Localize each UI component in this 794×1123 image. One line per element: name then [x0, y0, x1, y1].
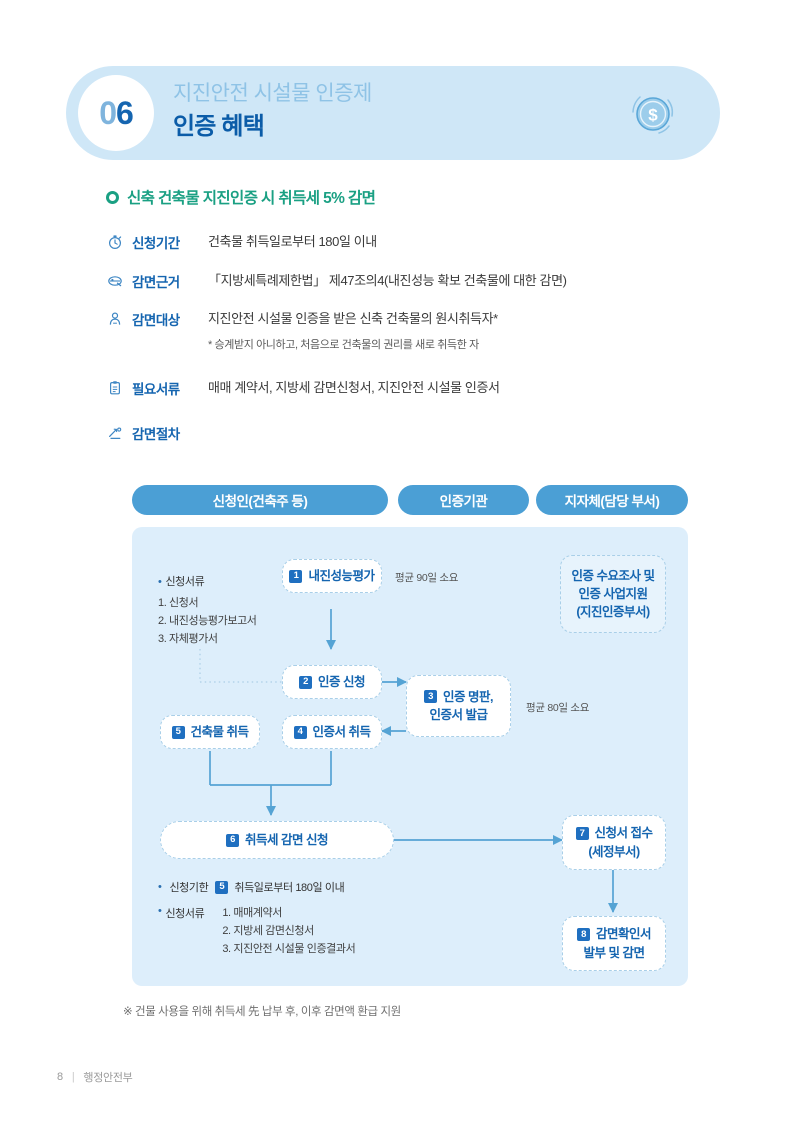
flow-column-applicant: 신청인(건축주 등)	[132, 485, 388, 515]
banner-title: 인증 혜택	[173, 113, 265, 141]
flow-node-number: 2	[299, 675, 312, 689]
flow-node-number: 4	[293, 725, 307, 739]
section-heading-text: 신축 건축물 지진인증 시 취득세 5% 감면	[127, 190, 376, 207]
flow-node-label-line1: 감면확인서	[595, 927, 652, 942]
gavel-law-icon	[106, 272, 124, 290]
page-number: 8	[57, 1071, 63, 1083]
info-row-list: 신청기간 건축물 취득일로부터 180일 이내 감면근거 「지방세특례제한법」 …	[106, 232, 746, 442]
info-label: 신청기간	[132, 236, 180, 251]
footer-organization: 행정안전부	[83, 1072, 133, 1084]
section-heading: 신축 건축물 지진인증 시 취득세 5% 감면	[106, 186, 376, 208]
list-item: 2. 내진성능평가보고서	[158, 614, 257, 627]
header-banner: 06 지진안전 시설물 인증제 인증 혜택 $	[66, 66, 720, 160]
info-label: 필요서류	[132, 381, 180, 397]
info-note: * 승계받지 아니하고, 처음으로 건축물의 권리를 새로 취득한 자	[208, 338, 479, 351]
person-icon	[106, 310, 124, 328]
list-item: 2. 지방세 감면신청서	[222, 924, 314, 937]
info-value: 지진안전 시설물 인증을 받은 신축 건축물의 원시취득자*	[208, 311, 498, 326]
flow-node-label-line1: 인증 명판,	[443, 689, 493, 704]
list-item: 3. 지진안전 시설물 인증결과서	[222, 942, 356, 955]
info-label: 감면대상	[132, 313, 180, 328]
dollar-coin-icon: $	[628, 88, 682, 147]
flow-node-label: 내진성능평가	[308, 568, 375, 583]
info-value: 매매 계약서, 지방세 감면신청서, 지진안전 시설물 인증서	[208, 379, 500, 395]
flow-side-box-line2: 인증 사업지원	[578, 586, 648, 601]
flow-node-number: 1	[289, 569, 303, 583]
list-item: 1. 매매계약서	[222, 907, 282, 919]
info-row-application-period: 신청기간 건축물 취득일로부터 180일 이내	[106, 232, 746, 252]
clipboard-icon	[106, 379, 124, 397]
flow-column-localgov: 지자체(담당 부서)	[536, 485, 688, 515]
bottom-docs-title: 신청서류	[165, 908, 205, 920]
svg-text:$: $	[648, 106, 658, 125]
deadline-badge: 5	[215, 880, 229, 894]
flow-node-6[interactable]: 6 취득세 감면 신청	[160, 821, 394, 859]
flow-node-1[interactable]: 1 내진성능평가	[282, 559, 382, 593]
flow-duration-1: 평균 90일 소요	[395, 572, 459, 584]
flow-node-label: 인증 신청	[318, 674, 365, 689]
flow-duration-2: 평균 80일 소요	[526, 702, 590, 714]
flow-node-3[interactable]: 3 인증 명판, 인증서 발급	[406, 675, 511, 737]
deadline-value: 취득일로부터 180일 이내	[234, 882, 345, 894]
flow-node-label-line2: (세정부서)	[588, 844, 640, 859]
section-number-circle: 06	[78, 75, 154, 151]
flow-side-box-line3: (지진인증부서)	[576, 605, 650, 620]
banner-text-group: 지진안전 시설물 인증제 인증 혜택	[173, 79, 372, 144]
flow-node-number: 3	[424, 690, 438, 704]
info-row-documents: 필요서류 매매 계약서, 지방세 감면신청서, 지진안전 시설물 인증서	[106, 378, 746, 398]
info-row-target: 감면대상 지진안전 시설물 인증을 받은 신축 건축물의 원시취득자* * 승계…	[106, 309, 746, 352]
bullet-dot-icon: •	[158, 905, 162, 917]
flow-node-number: 6	[226, 833, 240, 847]
flow-node-number: 7	[575, 826, 589, 840]
section-number-first: 0	[99, 95, 117, 131]
bullet-dot-icon: •	[158, 576, 162, 588]
info-label: 감면근거	[132, 274, 180, 290]
bullet-dot-icon: •	[158, 881, 162, 893]
list-item: 1. 신청서	[158, 597, 199, 609]
flow-node-label: 인증서 취득	[312, 724, 371, 739]
section-number: 06	[99, 95, 134, 131]
flow-node-2[interactable]: 2 인증 신청	[282, 665, 382, 699]
flow-node-number: 8	[576, 927, 590, 941]
banner-subtitle: 지진안전 시설물 인증제	[173, 82, 372, 105]
flow-node-4[interactable]: 4 인증서 취득	[282, 715, 382, 749]
flow-left-docs-title: 신청서류	[165, 576, 205, 588]
ring-bullet-icon	[106, 190, 119, 204]
flow-node-8[interactable]: 8 감면확인서 발부 및 감면	[562, 916, 666, 971]
info-value: 「지방세특례제한법」 제47조의4(내진성능 확보 건축물에 대한 감면)	[208, 272, 567, 288]
flow-node-label-line1: 신청서 접수	[594, 826, 653, 841]
flow-node-label: 건축물 취득	[190, 724, 249, 739]
flow-node-5[interactable]: 5 건축물 취득	[160, 715, 260, 749]
info-row-legal-basis: 감면근거 「지방세특례제한법」 제47조의4(내진성능 확보 건축물에 대한 감…	[106, 271, 746, 291]
page-footer: 8 | 행정안전부	[57, 1069, 133, 1085]
flow-side-box-line1: 인증 수요조사 및	[571, 568, 655, 583]
procedure-icon	[106, 424, 124, 442]
flow-left-documents: •신청서류 1. 신청서 2. 내진성능평가보고서 3. 자체평가서	[158, 573, 257, 648]
flow-side-box-support: 인증 수요조사 및 인증 사업지원 (지진인증부서)	[560, 555, 666, 633]
flow-node-label: 취득세 감면 신청	[245, 832, 328, 847]
flow-column-certbody: 인증기관	[398, 485, 529, 515]
info-label: 감면절차	[132, 427, 180, 442]
footer-separator: |	[71, 1071, 75, 1083]
info-value: 건축물 취득일로부터 180일 이내	[208, 234, 377, 249]
deadline-title: 신청기한	[169, 882, 209, 894]
flow-diagram-panel: 1 내진성능평가 평균 90일 소요 인증 수요조사 및 인증 사업지원 (지진…	[132, 527, 688, 986]
flow-bottom-documents: • 신청서류 1. 매매계약서 2. 지방세 감면신청서 3. 지진안전 시설물…	[158, 905, 356, 958]
stopwatch-icon	[106, 233, 124, 251]
section-number-second: 6	[116, 95, 134, 131]
flow-bottom-deadline: • 신청기한 5 취득일로부터 180일 이내	[158, 879, 345, 895]
flow-node-7[interactable]: 7 신청서 접수 (세정부서)	[562, 815, 666, 870]
list-item: 3. 자체평가서	[158, 632, 218, 645]
footnote: ※ 건물 사용을 위해 취득세 先 납부 후, 이후 감면액 환급 지원	[123, 1006, 401, 1018]
flow-node-label-line2: 인증서 발급	[429, 708, 488, 722]
flow-node-label-line2: 발부 및 감면	[583, 945, 645, 960]
flow-node-number: 5	[171, 725, 185, 739]
